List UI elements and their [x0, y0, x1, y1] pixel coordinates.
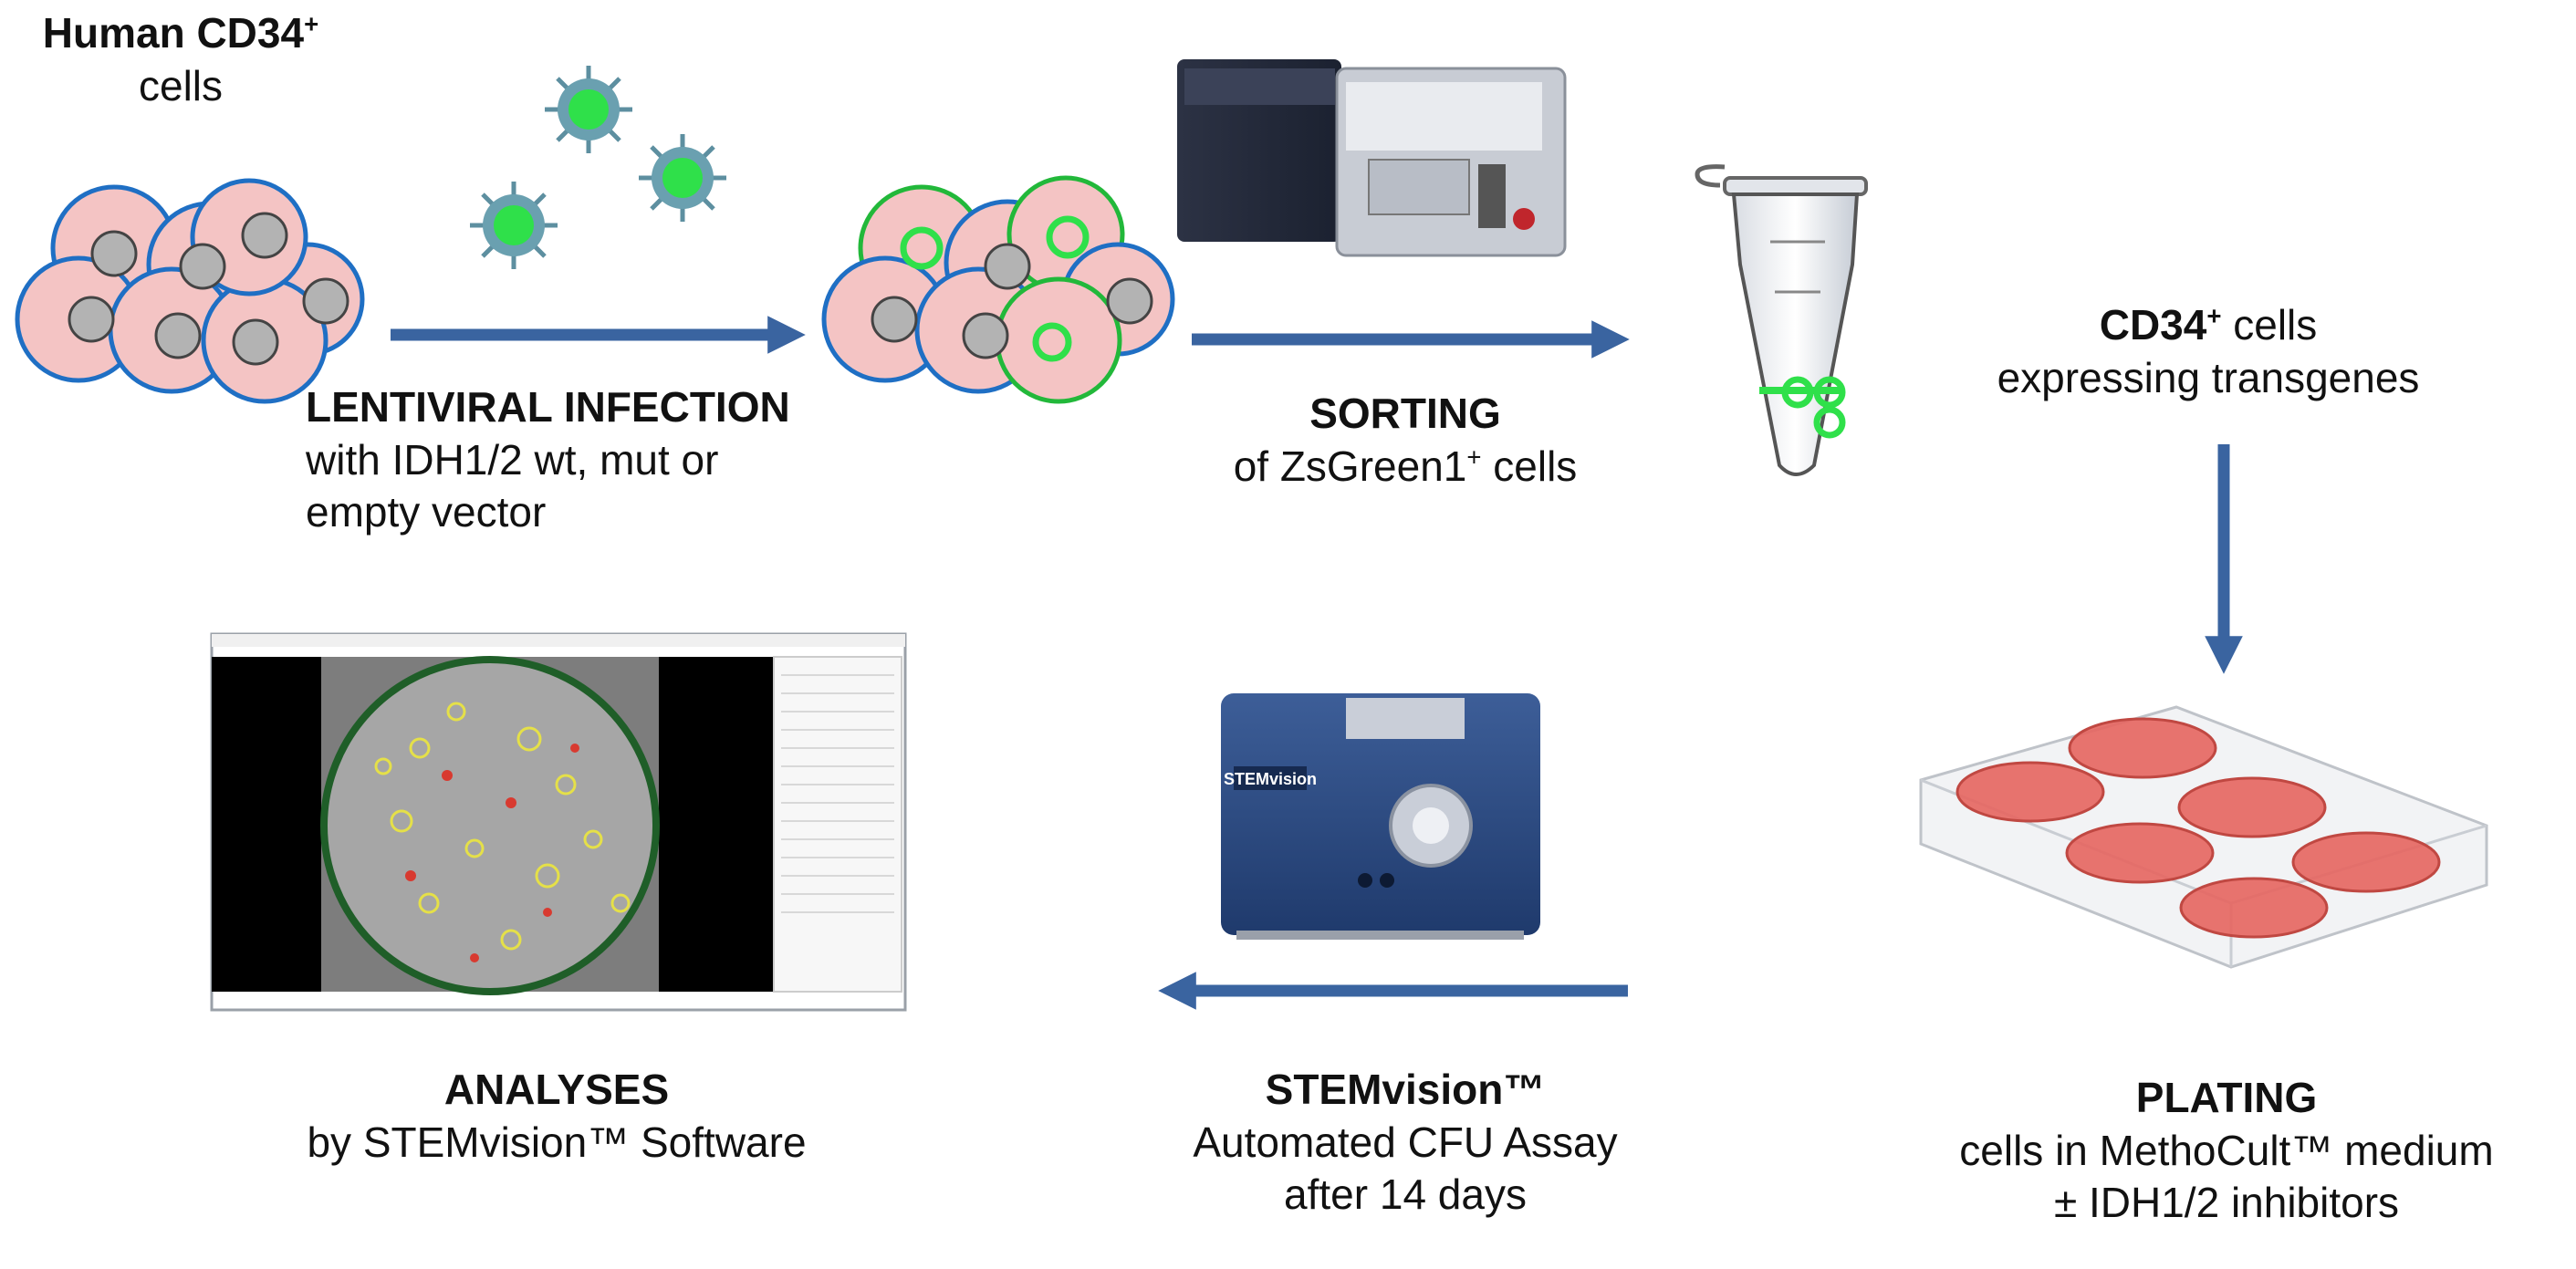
label-analyses: ANALYSES by STEMvision™ Software: [246, 1064, 867, 1169]
cd34-title-post: cells: [2221, 301, 2318, 348]
sorting-line1-pre: of ZsGreen1: [1233, 442, 1467, 490]
sorting-line1-post: cells: [1481, 442, 1578, 490]
virus-icon: [470, 66, 726, 269]
sorting-line1-sup: +: [1466, 442, 1482, 472]
infection-title: LENTIVIRAL INFECTION: [306, 383, 790, 431]
label-sorting: SORTING of ZsGreen1+ cells: [1132, 388, 1679, 493]
label-cd34: CD34+ cells expressing transgenes: [1907, 299, 2509, 404]
six-well-plate-icon: [1919, 705, 2488, 969]
plating-line2: ± IDH1/2 inhibitors: [2053, 1179, 2400, 1226]
start-title-sup: +: [304, 9, 319, 38]
infection-line1: with IDH1/2 wt, mut or: [306, 435, 719, 484]
software-screenshot-icon: [210, 632, 907, 1012]
cd34-title-text: CD34: [2099, 301, 2207, 348]
cd34-title-sup: +: [2206, 301, 2222, 330]
microtube-icon: [1695, 164, 1868, 476]
analyses-line1: by STEMvision™ Software: [307, 1118, 807, 1166]
analyses-title: ANALYSES: [443, 1066, 670, 1113]
stemvision-line1: Automated CFU Assay: [1193, 1118, 1618, 1166]
start-line1: cells: [138, 61, 224, 109]
start-title-text: Human CD34: [42, 9, 305, 57]
device-brand-label: STEMvision: [1224, 770, 1317, 788]
cd34-line1: expressing transgenes: [1997, 353, 2420, 401]
label-stemvision: STEMvision™ Automated CFU Assay after 14…: [1122, 1064, 1688, 1222]
start-title: Human CD34+: [16, 7, 345, 60]
label-start: Human CD34+ cells: [16, 7, 345, 112]
cell-cluster-icon: [15, 178, 365, 404]
label-plating: PLATING cells in MethoCult™ medium ± IDH…: [1889, 1072, 2564, 1230]
transduced-cell-cluster-icon: [821, 175, 1175, 404]
label-infection: LENTIVIRAL INFECTION with IDH1/2 wt, mut…: [306, 381, 871, 539]
infection-line2: empty vector: [306, 488, 547, 536]
sorting-title: SORTING: [1309, 390, 1501, 437]
stemvision-title: STEMvision™: [1265, 1066, 1546, 1113]
flow-cytometer-icon: [1177, 59, 1567, 257]
cd34-title: CD34+ cells: [1907, 299, 2509, 352]
stemvision-device-icon: STEMvision: [1221, 693, 1540, 940]
stemvision-line2: after 14 days: [1284, 1170, 1527, 1218]
plating-title: PLATING: [2135, 1074, 2318, 1121]
sorting-line1: of ZsGreen1+ cells: [1132, 441, 1679, 494]
plating-line1: cells in MethoCult™ medium: [1959, 1126, 2494, 1174]
